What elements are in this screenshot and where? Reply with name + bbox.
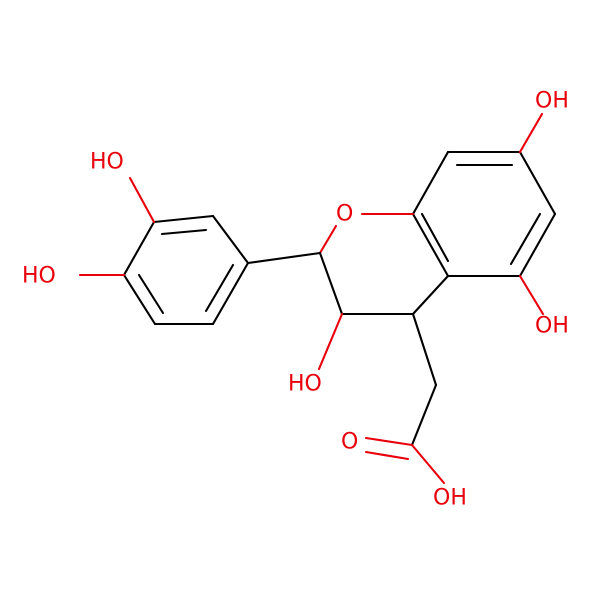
- bond-c3-oh: [317, 312, 344, 371]
- bond-c4-c4a: [411, 274, 450, 316]
- label-ho-c3: HO: [288, 372, 322, 397]
- aromatic-ring-a: [411, 150, 557, 278]
- label-oh-acid: OH: [433, 486, 467, 511]
- bond-c7-c6: [518, 150, 557, 216]
- bond-c2p-c3p-inner: [160, 228, 208, 236]
- substituent-bonds: [78, 112, 545, 485]
- label-ho-catechol-left: HO: [22, 264, 56, 289]
- bond-c4p-c5p: [122, 273, 157, 326]
- aromatic-ring-b: [122, 214, 322, 326]
- bond-c2-c3: [318, 251, 344, 316]
- bond-c4p-c5p-inner: [137, 273, 165, 315]
- label-carbonyl-oxygen: O: [341, 430, 358, 455]
- bond-ch2-cooh: [410, 383, 438, 447]
- label-ring-oxygen: O: [336, 202, 353, 227]
- label-oh-c5: OH: [535, 314, 569, 339]
- bond-c6-c5: [518, 212, 557, 278]
- bond-c8a-c8: [411, 150, 450, 216]
- bond-c6p-c1p: [211, 261, 250, 326]
- atom-labels: OH HO HO O OH HO O OH: [22, 89, 569, 511]
- bond-c4-ch2: [411, 312, 438, 387]
- bond-o1-c2: [318, 224, 338, 255]
- bond-c3p-c4p: [122, 220, 156, 277]
- bond-c2p-c3p: [152, 214, 215, 224]
- bond-c6-c5-inner: [509, 212, 542, 266]
- bond-c2-c1p: [246, 251, 322, 265]
- bond-c7-oh: [518, 112, 544, 154]
- bond-c1p-c2p: [211, 214, 250, 265]
- label-oh-top-right: OH: [535, 89, 569, 114]
- pyran-ring: [318, 212, 450, 316]
- label-ho-catechol-top: HO: [90, 150, 124, 175]
- bond-c5-oh: [518, 274, 545, 316]
- bond-c-o-double-2: [364, 450, 410, 461]
- bond-c6p-c1p-inner: [204, 263, 235, 313]
- bond-c4a-c8a-inner: [420, 212, 450, 263]
- bond-c3p-oh: [128, 176, 156, 224]
- bond-c4a-c8a: [411, 212, 450, 278]
- bond-c-oh-acid: [410, 443, 446, 485]
- bond-c-o-double-1: [364, 436, 414, 447]
